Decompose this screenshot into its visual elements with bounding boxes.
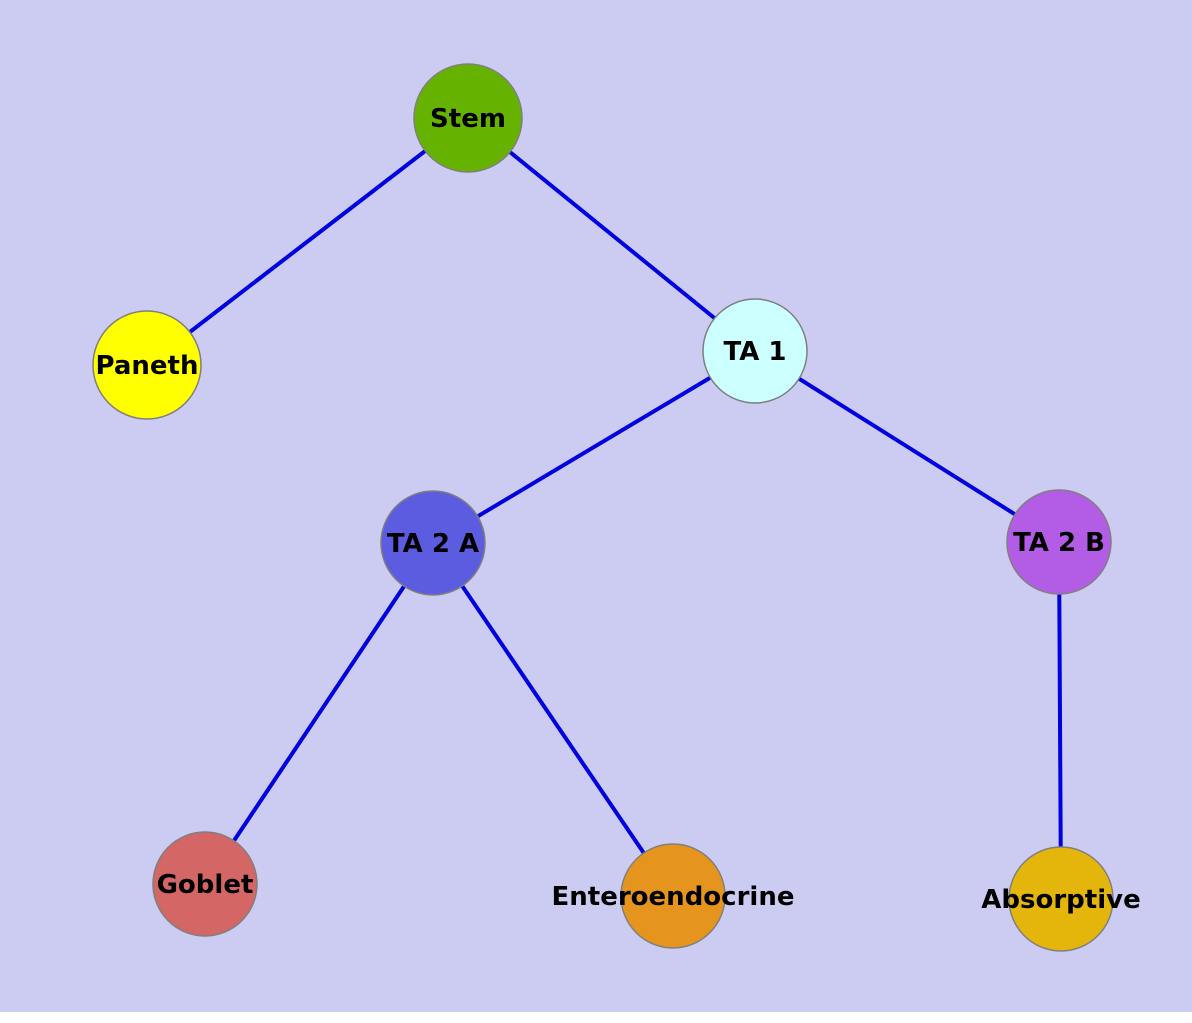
node-stem[interactable]: Stem: [413, 63, 523, 173]
node-ta2b[interactable]: TA 2 B: [1006, 489, 1112, 595]
node-goblet[interactable]: Goblet: [152, 831, 258, 937]
node-circle-ta2b[interactable]: [1006, 489, 1112, 595]
node-circle-ta1[interactable]: [702, 298, 808, 404]
edge-stem-paneth[interactable]: [145, 116, 470, 367]
edge-stem-ta1[interactable]: [466, 116, 757, 353]
node-circle-paneth[interactable]: [92, 310, 202, 420]
edge-ta2a-goblet[interactable]: [203, 541, 435, 886]
node-circle-enteroendocrine[interactable]: [620, 843, 726, 949]
node-absorptive[interactable]: Absorptive: [981, 846, 1141, 952]
node-circle-absorptive[interactable]: [1008, 846, 1114, 952]
node-ta1[interactable]: TA 1: [702, 298, 808, 404]
node-paneth[interactable]: Paneth: [92, 310, 202, 420]
node-circle-stem[interactable]: [413, 63, 523, 173]
edge-ta1-ta2a[interactable]: [431, 349, 757, 545]
node-circle-ta2a[interactable]: [380, 490, 486, 596]
edge-ta1-ta2b[interactable]: [753, 349, 1061, 544]
edge-ta2a-enteroendocrine[interactable]: [431, 541, 675, 898]
node-circle-goblet[interactable]: [152, 831, 258, 937]
edge-ta2b-absorptive[interactable]: [1057, 540, 1063, 901]
node-enteroendocrine[interactable]: Enteroendocrine: [552, 843, 795, 949]
node-ta2a[interactable]: TA 2 A: [380, 490, 486, 596]
